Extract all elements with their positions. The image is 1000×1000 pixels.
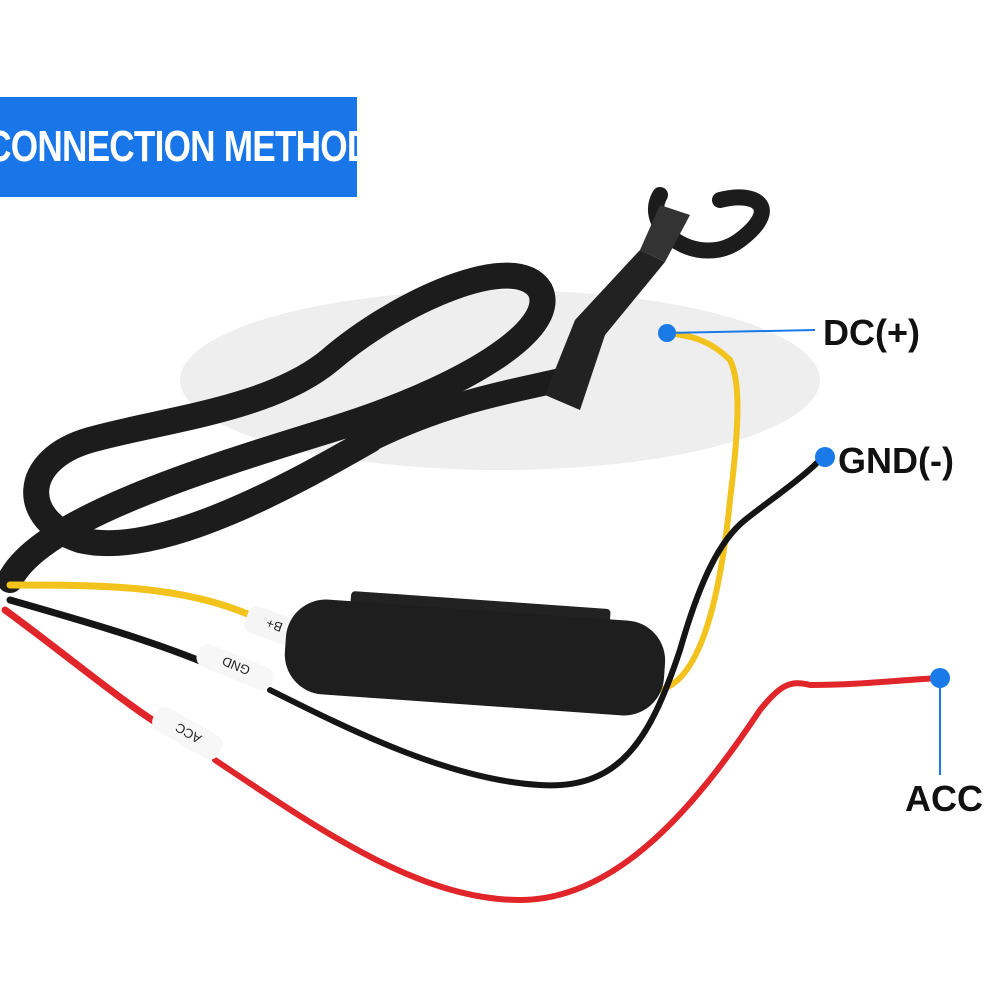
yellow-wire: [6, 581, 254, 619]
black-wire: [6, 596, 214, 669]
label-gnd-minus: GND(-): [838, 440, 954, 481]
sleeve-gnd: [196, 643, 274, 691]
gnd-marker: [815, 447, 835, 467]
fuse-holder: [284, 591, 666, 716]
barrel-plug: [545, 205, 690, 410]
label-dc-plus: DC(+): [823, 312, 920, 353]
tag-b-plus: B+: [264, 615, 284, 635]
banner-title: CONNECTION METHOD: [0, 122, 372, 171]
dc-marker: [658, 324, 676, 342]
red-wire: [1, 606, 164, 729]
black-wire-lead: [267, 457, 823, 789]
wires: [1, 330, 943, 904]
fuse-holder-body: [284, 599, 666, 716]
sleeve-acc: [152, 706, 223, 760]
yellow-wire-lead: [657, 330, 741, 693]
callout-markers: [658, 324, 950, 688]
dc-callout-line: [666, 329, 816, 334]
acc-marker: [930, 668, 950, 688]
label-acc: ACC: [905, 778, 983, 819]
callout-lines: [666, 329, 941, 775]
red-wire-lead: [212, 675, 943, 904]
title-banner: CONNECTION METHOD: [0, 97, 372, 197]
